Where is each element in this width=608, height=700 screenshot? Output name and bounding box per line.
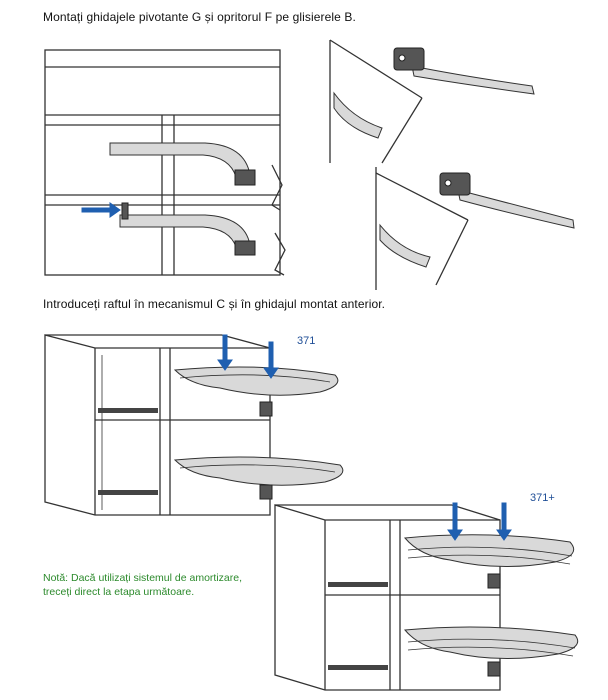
note-line-1: Notă: Dacă utilizați sistemul de amortiz… [43,572,242,584]
step2-caption: Introduceți raftul în mecanismul C și în… [43,297,386,311]
rail-detail-bottom-illustration [375,167,575,290]
cabinet-371plus-illustration [274,502,579,691]
label-371: 371 [297,335,316,347]
label-371plus: 371+ [530,492,555,504]
note-line-2: treceți direct la etapa următoare. [43,586,195,598]
step1-caption: Montați ghidajele pivotante G și opritor… [43,10,356,24]
cabinet-371-illustration [44,334,344,516]
damping-note: Notă: Dacă utilizați sistemul de amortiz… [43,571,242,599]
rail-detail-top-illustration [329,39,535,164]
cabinet-front-view-illustration [44,49,286,276]
